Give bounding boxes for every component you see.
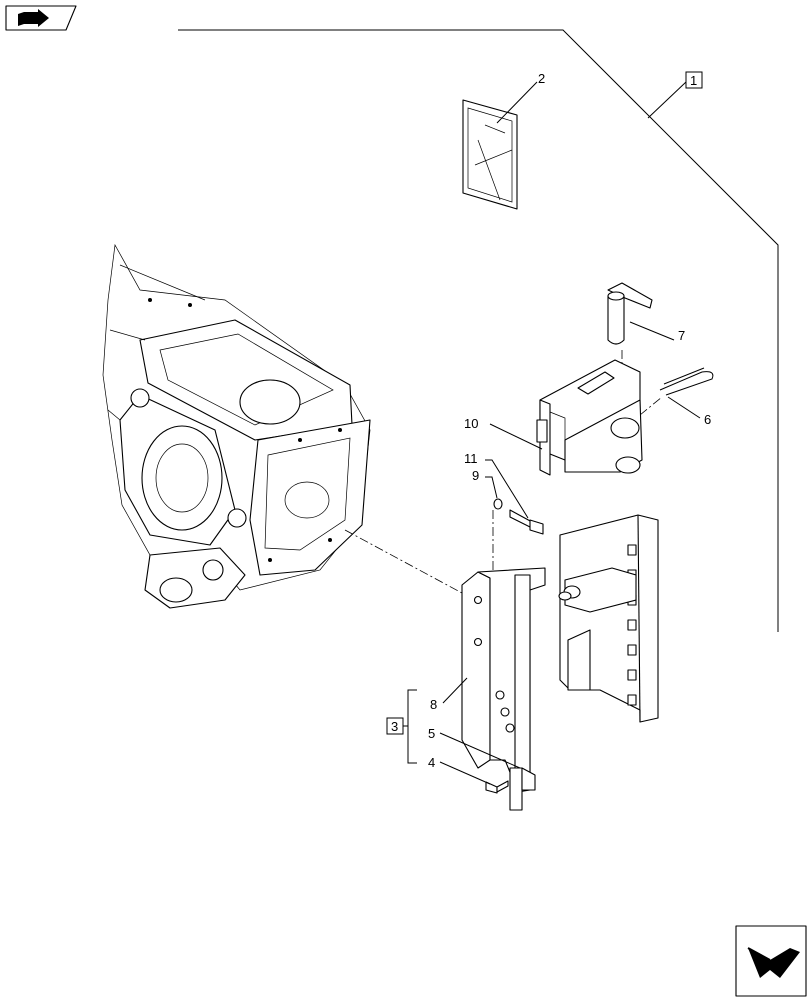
clip-axis-line	[639, 396, 663, 416]
book-arrow-icon[interactable]	[5, 5, 77, 31]
manual-sheet-part	[462, 99, 518, 210]
callout-1: 1	[690, 73, 697, 88]
callout-leader-2	[496, 81, 538, 124]
callout-leader-5	[439, 732, 521, 769]
callout-9: 9	[472, 468, 479, 483]
next-page-arrow-icon[interactable]	[735, 925, 807, 997]
guide-rail-part	[559, 514, 659, 723]
small-bracket-part	[509, 767, 536, 811]
callout-6: 6	[704, 412, 711, 427]
callout-leader-4	[439, 761, 491, 785]
spring-clip-part	[659, 367, 714, 396]
callout-leader-7	[629, 321, 675, 341]
callout-leader-6	[667, 396, 701, 419]
washer-part	[493, 498, 503, 510]
callout-4: 4	[428, 755, 435, 770]
callout-box-3	[386, 717, 404, 735]
hitch-jaw-part	[536, 359, 643, 476]
callout-10: 10	[464, 416, 478, 431]
callout-leader-8	[442, 677, 468, 704]
hitch-pin-part	[607, 282, 653, 345]
callout-leader-9	[485, 476, 498, 499]
screw-part	[485, 780, 509, 794]
callout-5: 5	[428, 726, 435, 741]
assembly-boundary-line	[178, 29, 779, 632]
callout-leader-10	[489, 423, 543, 450]
callout-3: 3	[391, 719, 398, 734]
kit-group-bracket	[403, 689, 417, 764]
callout-11: 11	[464, 451, 478, 466]
bolt-part	[509, 509, 544, 535]
mounting-axis-line	[344, 529, 476, 601]
transmission-housing	[102, 243, 371, 609]
callout-8: 8	[430, 697, 437, 712]
callout-leader-1	[647, 81, 687, 119]
callout-7: 7	[678, 328, 685, 343]
callout-2: 2	[538, 71, 545, 86]
bracket-plate-part	[461, 567, 572, 793]
callout-leader-11	[485, 459, 529, 519]
callout-box-1	[685, 71, 703, 89]
